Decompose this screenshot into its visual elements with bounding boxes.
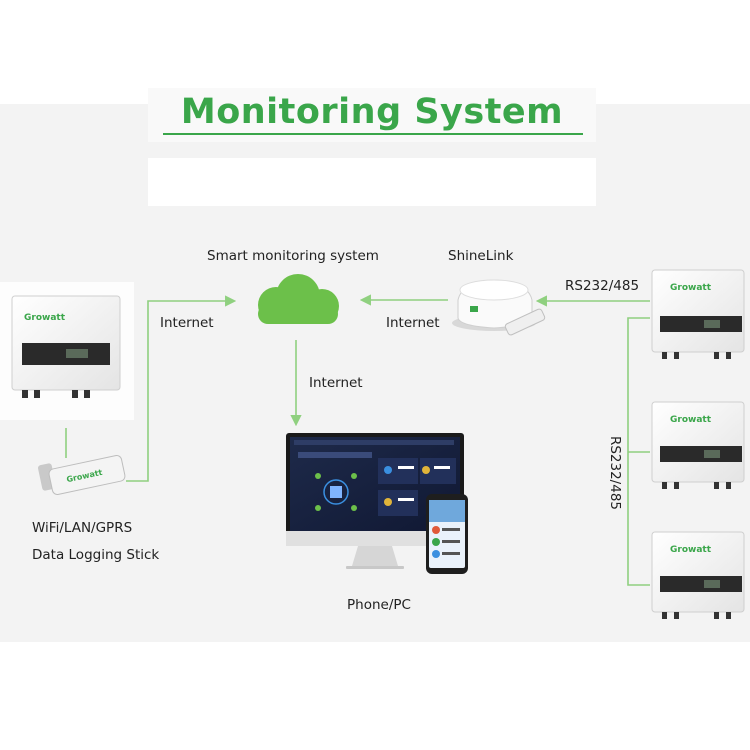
title-underline [163,133,583,135]
label-internet-down: Internet [309,375,363,391]
stick-cloud-line [126,295,237,482]
page-title: Monitoring System [180,92,564,132]
label-internet-left: Internet [160,315,214,331]
inverter-right-1: Growatt [651,269,745,359]
inverter-right-2: Growatt [651,401,745,489]
label-stick-line1: WiFi/LAN/GPRS [32,520,133,536]
inverter-logo: Growatt [670,283,712,293]
inverter-right-3: Growatt [651,531,745,619]
label-phone-pc: Phone/PC [347,597,411,613]
inverter-left: Growatt [11,295,121,398]
label-rs-top: RS232/485 [565,278,640,294]
label-smart-monitoring: Smart monitoring system [207,248,379,264]
label-internet-right: Internet [386,315,440,331]
inverter-logo: Growatt [24,313,66,323]
inverter-logo: Growatt [670,415,712,425]
cloud-icon [258,274,339,324]
label-rs-vertical: RS232/485 [607,435,623,511]
connector-lines [65,294,650,586]
blank-banner [148,158,596,206]
shinelink-device [452,279,546,336]
phone-device [426,494,468,574]
label-shinelink: ShineLink [448,248,514,264]
monitor-device [286,433,464,569]
logging-stick-device: Growatt [38,455,126,495]
label-stick-line2: Data Logging Stick [32,547,160,563]
inverter-logo: Growatt [670,545,712,555]
